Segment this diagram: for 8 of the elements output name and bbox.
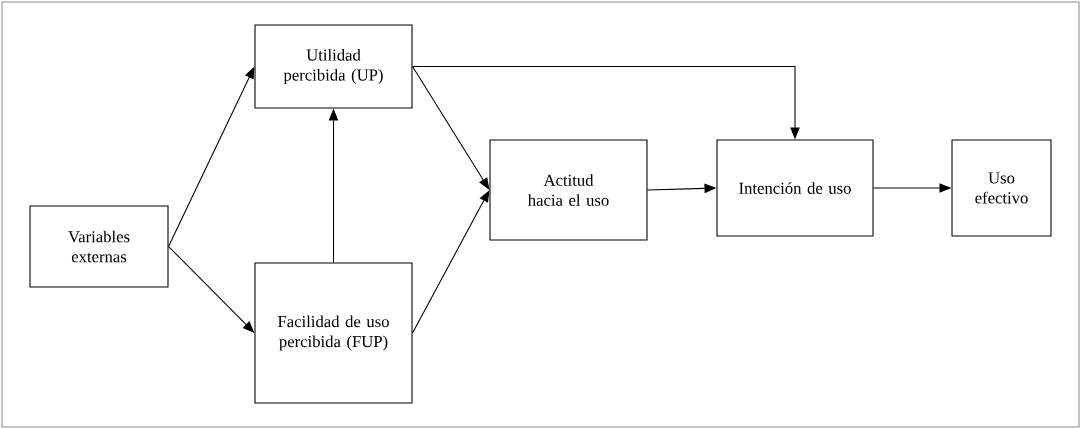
- process-box: Utilidad percibida (UP): [254, 24, 413, 109]
- process-box: Intención de uso: [716, 139, 874, 237]
- process-box: Uso efectivo: [951, 139, 1052, 237]
- arrow: [412, 65, 490, 190]
- process-box: Actitud hacia el uso: [489, 139, 648, 241]
- process-box: Facilidad de uso percibida (FUP): [254, 262, 413, 404]
- arrow: [412, 190, 490, 334]
- process-box: Variables externas: [29, 205, 169, 288]
